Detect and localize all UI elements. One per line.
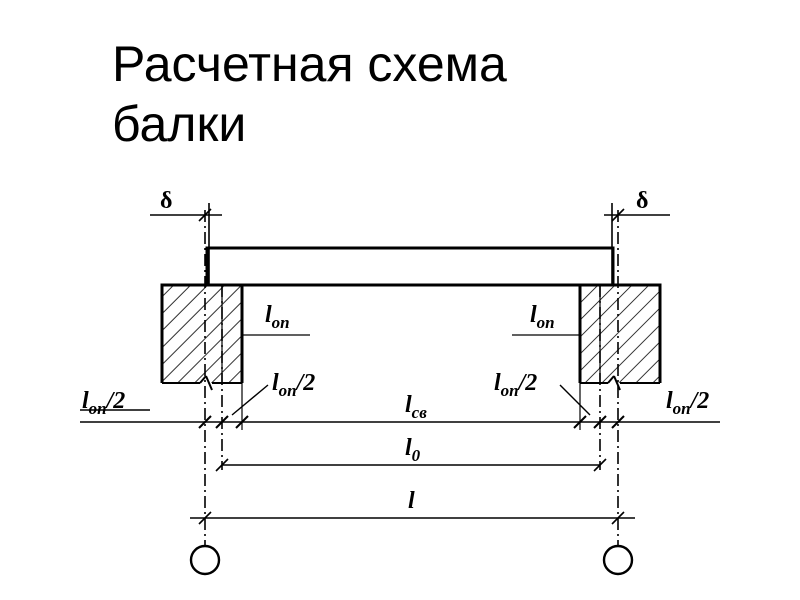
lop-left-label: lоп [265,302,290,332]
delta-dimensions [150,203,670,285]
lop-half-inner-left-label: lоп/2 [272,370,315,400]
leaders [80,384,591,416]
delta-left-label: δ [160,188,172,214]
l0-dimension [215,458,607,472]
axis-marker-left [189,544,221,576]
left-support [160,283,244,391]
baseline-ticks [198,415,625,429]
axis-marker-right [602,544,634,576]
lop-half-inner-right-label: lоп/2 [494,370,537,400]
lsv-label: lсв [405,392,427,422]
support-inner-lines [221,285,601,383]
lop-half-outer-right-label: lоп/2 [666,388,709,418]
l0-label: l0 [405,435,421,465]
lop-half-outer-left-label: lоп/2 [82,388,125,418]
beam [205,246,615,287]
delta-right-label: δ [636,188,648,214]
title-line-2: балки [112,96,247,152]
right-support [578,283,662,391]
l-label: l [408,488,415,514]
slide-title: Расчетная схема балки [112,34,507,154]
l-dimension [190,511,635,525]
lop-right-label: lоп [530,302,555,332]
title-line-1: Расчетная схема [112,36,507,92]
